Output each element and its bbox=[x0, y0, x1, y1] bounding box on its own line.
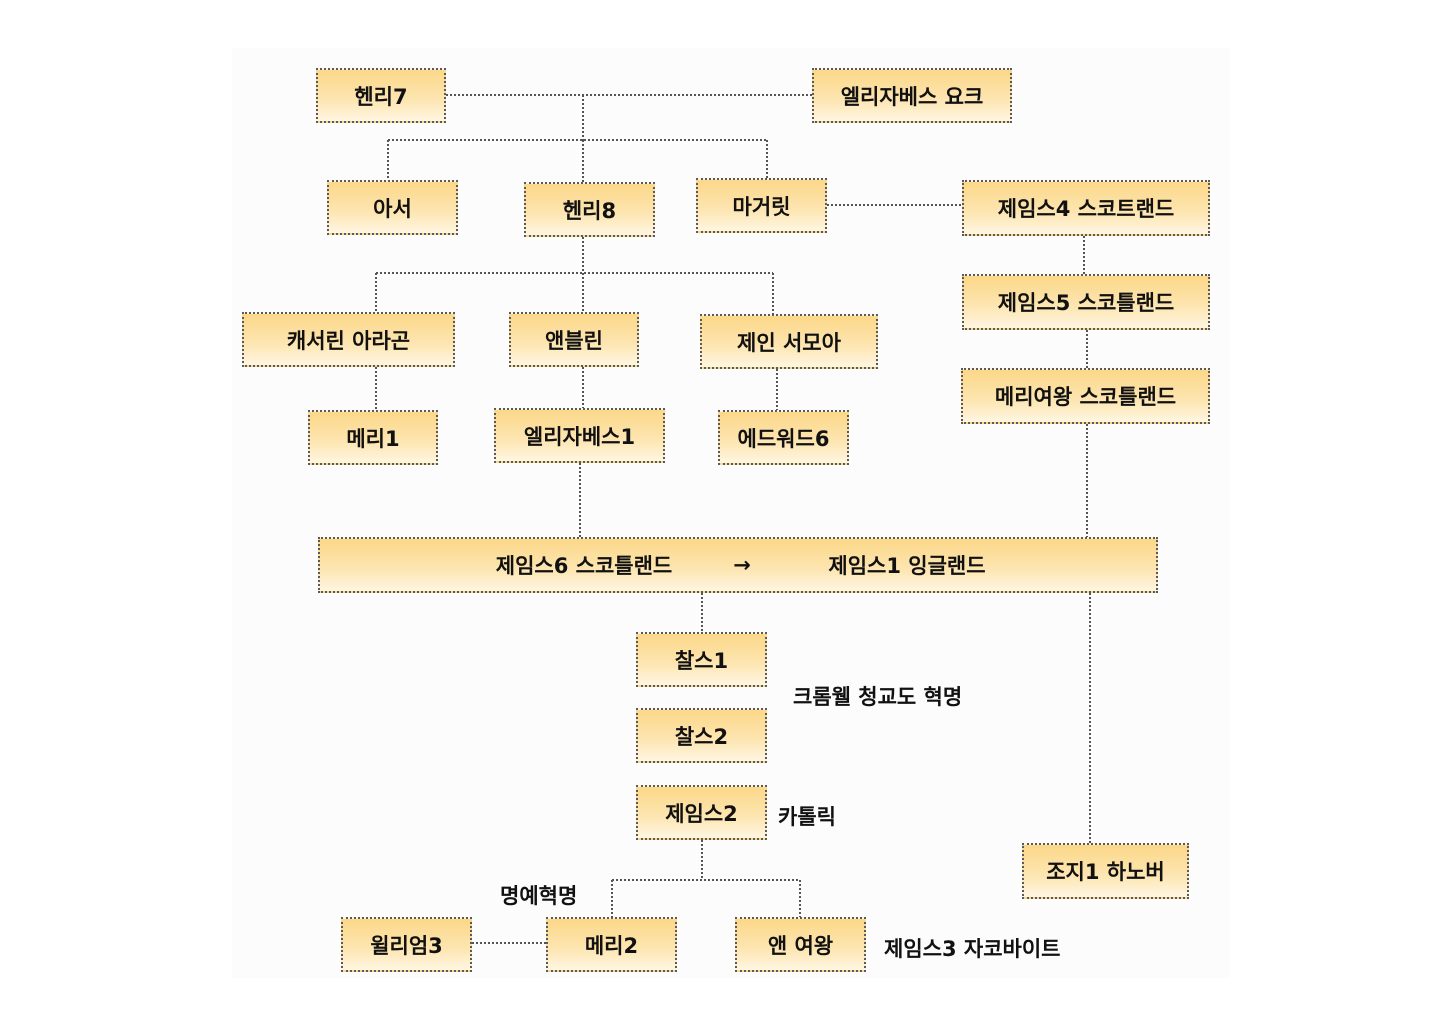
node-james4: 제임스4 스코트랜드 bbox=[962, 180, 1210, 236]
connector bbox=[1083, 236, 1088, 537]
node-henry8: 헨리8 bbox=[524, 182, 655, 237]
james6-label: 제임스6 스코틀랜드 bbox=[495, 554, 673, 578]
node-james6-james1: 제임스6 스코틀랜드 → 제임스1 잉글랜드 bbox=[318, 537, 1158, 593]
connector bbox=[375, 367, 778, 537]
annotation-jacobite: 제임스3 자코바이트 bbox=[884, 937, 1061, 961]
node-mary2: 메리2 bbox=[546, 917, 677, 972]
connector bbox=[611, 840, 801, 917]
node-elizabeth-york: 엘리자베스 요크 bbox=[812, 68, 1012, 123]
connector bbox=[375, 237, 774, 314]
node-anne-boleyn: 앤블린 bbox=[509, 312, 639, 367]
annotation-cromwell: 크롬웰 청교도 혁명 bbox=[793, 685, 963, 709]
node-catherine: 캐서린 아라곤 bbox=[242, 312, 455, 367]
node-george1: 조지1 하노버 bbox=[1022, 843, 1189, 899]
arrow-icon: → bbox=[733, 553, 751, 577]
node-james2: 제임스2 bbox=[636, 785, 767, 840]
node-mary-queen-scots: 메리여왕 스코틀랜드 bbox=[961, 368, 1210, 424]
connector bbox=[387, 94, 812, 182]
node-margaret: 마거릿 bbox=[696, 178, 827, 233]
james1-label: 제임스1 잉글랜드 bbox=[828, 554, 986, 578]
node-william3: 윌리엄3 bbox=[341, 917, 472, 972]
connector bbox=[701, 593, 1091, 843]
annotation-glorious-revolution: 명예혁명 bbox=[500, 884, 578, 908]
node-jane-seymour: 제인 서모아 bbox=[700, 314, 878, 369]
node-charles2: 찰스2 bbox=[636, 708, 767, 763]
node-arthur: 아서 bbox=[327, 180, 458, 235]
node-elizabeth1: 엘리자베스1 bbox=[494, 408, 665, 463]
node-mary1: 메리1 bbox=[308, 410, 438, 465]
annotation-catholic: 카톨릭 bbox=[778, 805, 836, 829]
node-charles1: 찰스1 bbox=[636, 632, 767, 687]
node-queen-anne: 앤 여왕 bbox=[735, 917, 866, 972]
node-james5: 제임스5 스코틀랜드 bbox=[962, 274, 1210, 330]
node-henry7: 헨리7 bbox=[316, 68, 446, 123]
node-edward6: 에드워드6 bbox=[718, 410, 849, 465]
